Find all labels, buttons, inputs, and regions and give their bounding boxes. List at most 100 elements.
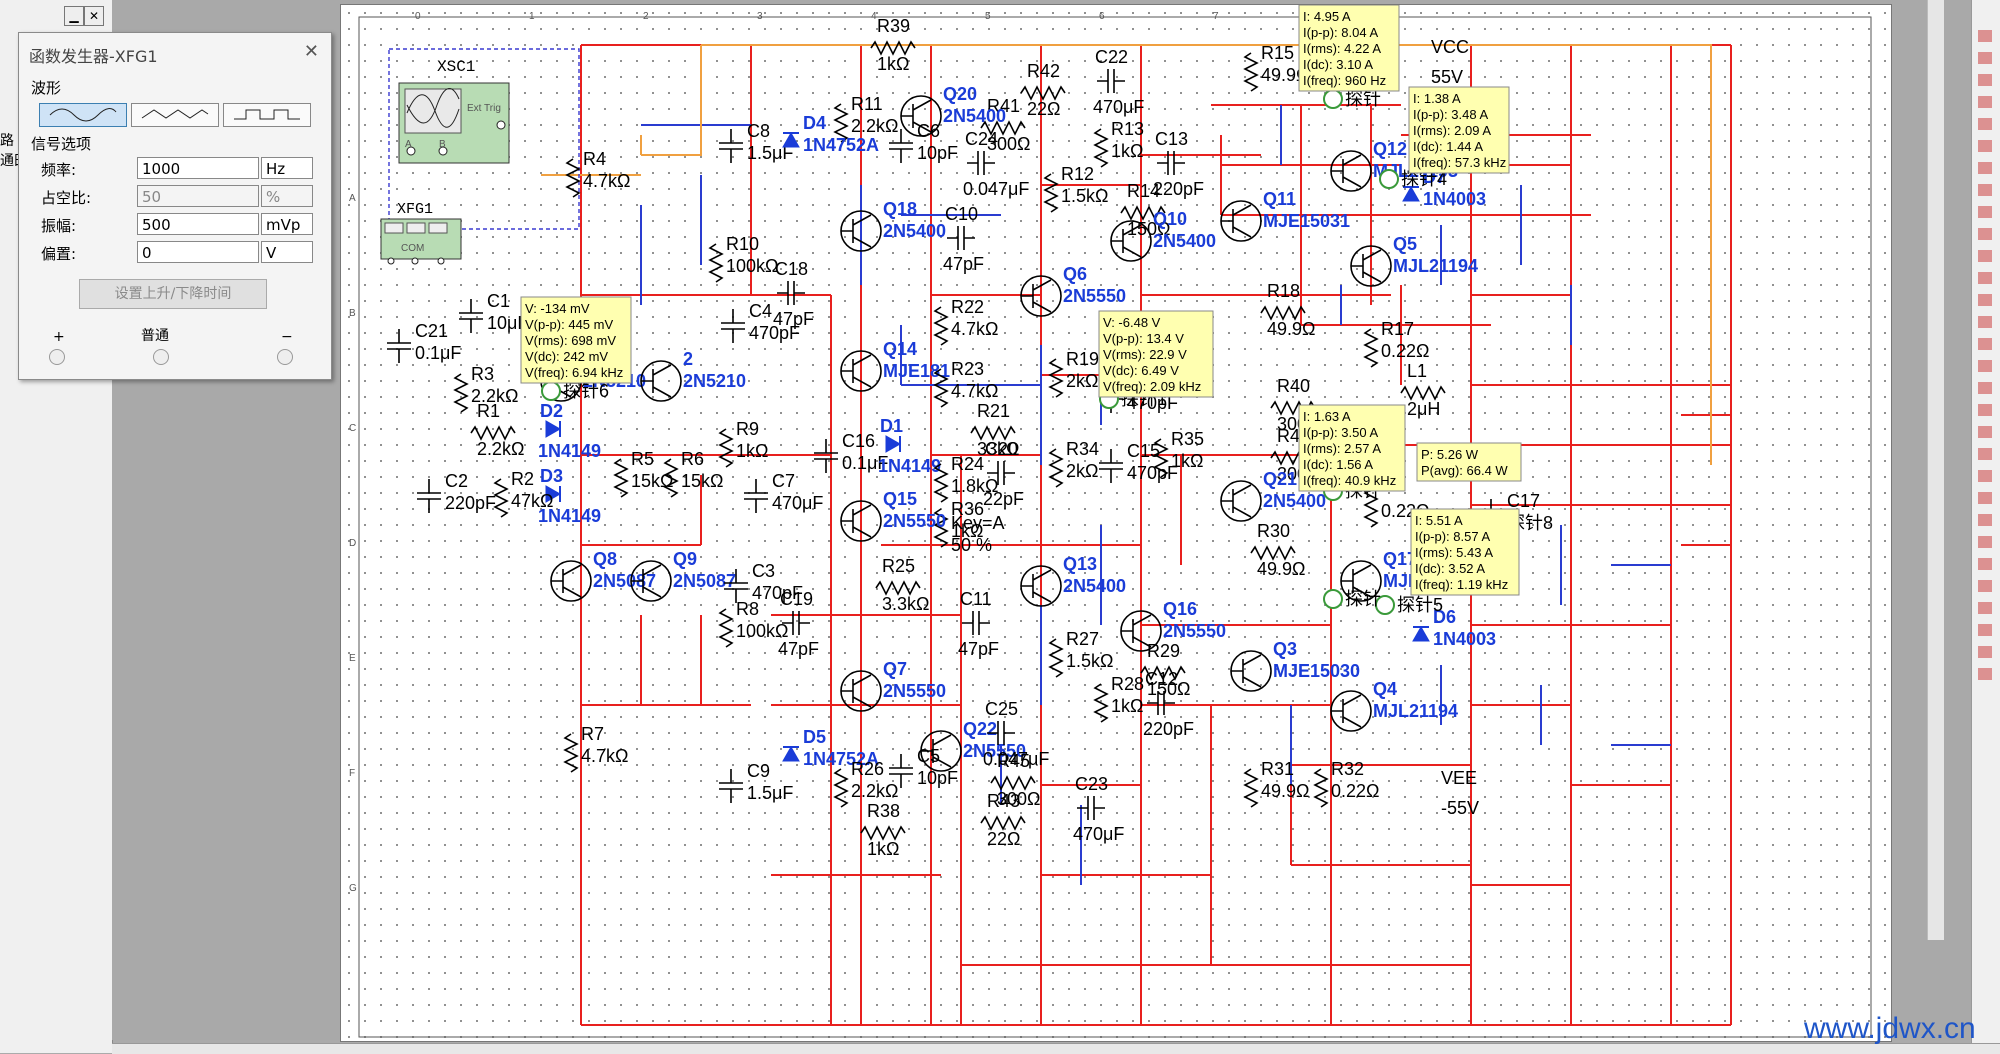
component-c9[interactable]: C91.5μF — [719, 761, 793, 803]
instrument-tool-icon[interactable] — [1978, 360, 1992, 372]
rise-fall-time-button[interactable]: 设置上升/下降时间 — [79, 279, 267, 309]
probe-p7[interactable]: 探针 — [1323, 589, 1381, 609]
instrument-tool-icon[interactable] — [1978, 228, 1992, 240]
instrument-tool-icon[interactable] — [1978, 338, 1992, 350]
instrument-tool-icon[interactable] — [1978, 96, 1992, 108]
function-generator-dialog[interactable]: 函数发生器-XFG1 ✕ 波形 信号选项 频率: 1000 Hz 占空比: 50… — [18, 32, 332, 380]
common-terminal[interactable] — [153, 349, 169, 365]
component-r1[interactable]: R12.2kΩ — [470, 401, 524, 459]
instrument-tool-icon[interactable] — [1978, 162, 1992, 174]
instrument-tool-icon[interactable] — [1978, 514, 1992, 526]
probe-p5[interactable]: 探针5 — [1375, 595, 1443, 615]
plus-terminal[interactable] — [49, 349, 65, 365]
close-icon[interactable]: ✕ — [84, 6, 104, 26]
instrument-tool-icon[interactable] — [1978, 316, 1992, 328]
sine-wave-button[interactable] — [39, 103, 127, 127]
instrument-tool-icon[interactable] — [1978, 52, 1992, 64]
probe-p4[interactable]: 探针4 — [1379, 169, 1447, 189]
frequency-input[interactable]: 1000 — [137, 157, 259, 179]
instrument-tool-icon[interactable] — [1978, 470, 1992, 482]
instrument-tool-icon[interactable] — [1978, 250, 1992, 262]
instrument-tool-icon[interactable] — [1978, 140, 1992, 152]
minus-terminal[interactable] — [277, 349, 293, 365]
instrument-tool-icon[interactable] — [1978, 602, 1992, 614]
frequency-unit-select[interactable]: Hz — [261, 157, 313, 179]
offset-unit-select[interactable]: V — [261, 241, 313, 263]
instrument-tool-icon[interactable] — [1978, 30, 1992, 42]
component-r7[interactable]: R74.7kΩ — [563, 724, 628, 773]
instrument-tool-icon[interactable] — [1978, 184, 1992, 196]
square-wave-button[interactable] — [223, 103, 311, 127]
sheet-tabs[interactable] — [112, 1043, 2000, 1054]
instrument-tool-icon[interactable] — [1978, 272, 1992, 284]
instrument-tool-icon[interactable] — [1978, 426, 1992, 438]
amplitude-input[interactable]: 500 — [137, 213, 259, 235]
instrument-tool-icon[interactable] — [1978, 580, 1992, 592]
schematic-sheet[interactable]: 012345678ABCDEFG — [340, 4, 1892, 1042]
component-c8[interactable]: C81.5μF — [719, 121, 793, 163]
instrument-tool-icon[interactable] — [1978, 646, 1992, 658]
component-vee[interactable]: VEE-55V — [1441, 768, 1479, 818]
instrument-tool-icon[interactable] — [1978, 206, 1992, 218]
